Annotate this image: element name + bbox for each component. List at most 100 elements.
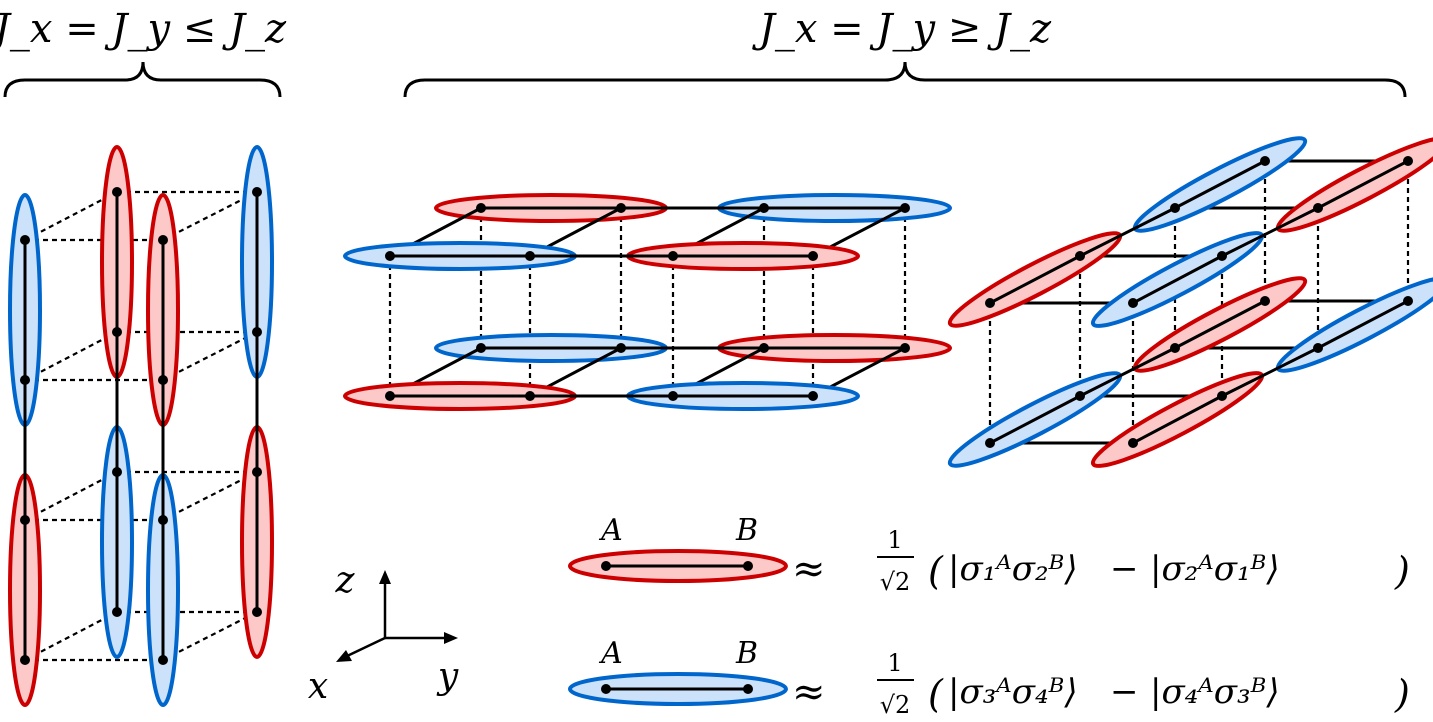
lattice-site bbox=[252, 467, 262, 477]
diagonal-dimer-lattice bbox=[947, 136, 1433, 468]
minus-sign: − bbox=[1110, 672, 1139, 712]
lattice-site bbox=[616, 343, 626, 353]
lattice-site bbox=[1075, 251, 1085, 261]
lattice-site bbox=[476, 203, 486, 213]
solid-bond bbox=[1132, 254, 1223, 305]
fraction-denominator: √2 bbox=[880, 691, 911, 719]
x-axis bbox=[344, 636, 386, 659]
vertical-dimer-lattice bbox=[8, 145, 274, 707]
horizontal-dimer-lattice bbox=[343, 193, 952, 411]
solid-bond bbox=[1174, 299, 1266, 350]
fraction-numerator: 1 bbox=[887, 526, 902, 554]
solid-bond bbox=[1174, 159, 1266, 210]
lattice-site bbox=[1403, 156, 1413, 166]
lattice-site bbox=[1075, 391, 1085, 401]
site-b-label: B bbox=[735, 636, 758, 671]
state-2: |σ₂ᴬσ₁ᴮ⟩ bbox=[1150, 549, 1280, 589]
solid-bond bbox=[1221, 206, 1319, 258]
left-regime-label: J_x = J_y ≤ J_z bbox=[0, 6, 287, 52]
legend-blue-singlet: A B ≈ 1 √2 ( |σ₃ᴬσ₄ᴮ⟩ − |σ₄ᴬσ₃ᴮ⟩ ) bbox=[568, 636, 1410, 719]
open-paren: ( bbox=[928, 672, 944, 716]
lattice-site bbox=[20, 235, 30, 245]
lattice-site bbox=[1260, 296, 1270, 306]
lattice-site bbox=[1170, 203, 1180, 213]
site-a bbox=[601, 561, 611, 571]
lattice-site bbox=[1128, 438, 1138, 448]
state-1: |σ₃ᴬσ₄ᴮ⟩ bbox=[948, 672, 1078, 712]
x-arrowhead bbox=[336, 650, 352, 662]
lattice-site bbox=[1170, 343, 1180, 353]
left-regime-header: J_x = J_y ≤ J_z bbox=[0, 6, 287, 98]
minus-sign: − bbox=[1110, 549, 1139, 589]
lattice-site bbox=[112, 607, 122, 617]
lattice-site bbox=[668, 251, 678, 261]
legend-red-singlet: A B ≈ 1 √2 ( |σ₁ᴬσ₂ᴮ⟩ − |σ₂ᴬσ₁ᴮ⟩ ) bbox=[568, 513, 1410, 596]
site-b bbox=[743, 561, 753, 571]
lattice-site bbox=[385, 251, 395, 261]
solid-bond bbox=[1221, 346, 1319, 398]
lattice-site bbox=[525, 391, 535, 401]
solid-bond bbox=[1132, 394, 1223, 445]
right-regime-header: J_x = J_y ≥ J_z bbox=[403, 6, 1407, 98]
z-axis-label: z bbox=[335, 560, 356, 601]
fraction-denominator: √2 bbox=[880, 568, 911, 596]
lattice-site bbox=[1313, 203, 1323, 213]
solid-bond bbox=[989, 394, 1081, 445]
site-b bbox=[743, 684, 753, 694]
axes-triad: z x y bbox=[308, 560, 459, 707]
lattice-site bbox=[668, 391, 678, 401]
lattice-site bbox=[1313, 343, 1323, 353]
lattice-site bbox=[808, 391, 818, 401]
lattice-site bbox=[20, 375, 30, 385]
lattice-site bbox=[759, 203, 769, 213]
lattice-site bbox=[252, 607, 262, 617]
lattice-site bbox=[985, 298, 995, 308]
solid-bond bbox=[1079, 346, 1176, 398]
solid-bond bbox=[1317, 299, 1409, 350]
right-regime-label: J_x = J_y ≥ J_z bbox=[752, 6, 1052, 52]
site-a-label: A bbox=[598, 636, 623, 671]
solid-bond bbox=[989, 254, 1081, 305]
right-brace bbox=[403, 61, 1407, 98]
site-b-label: B bbox=[735, 513, 758, 548]
fraction-numerator: 1 bbox=[887, 649, 902, 677]
site-a bbox=[601, 684, 611, 694]
lattice-site bbox=[112, 187, 122, 197]
lattice-site bbox=[476, 343, 486, 353]
lattice-site bbox=[158, 235, 168, 245]
lattice-site bbox=[1260, 156, 1270, 166]
lattice-site bbox=[525, 251, 535, 261]
lattice-site bbox=[112, 327, 122, 337]
x-axis-label: x bbox=[308, 666, 328, 707]
solid-bond bbox=[1317, 159, 1409, 210]
approx-sign: ≈ bbox=[792, 669, 826, 715]
lattice-site bbox=[900, 343, 910, 353]
y-arrowhead bbox=[444, 632, 458, 644]
lattice-site bbox=[20, 515, 30, 525]
solid-bond bbox=[1079, 206, 1176, 258]
lattice-site bbox=[158, 375, 168, 385]
approx-sign: ≈ bbox=[792, 546, 826, 592]
lattice-site bbox=[616, 203, 626, 213]
z-arrowhead bbox=[379, 570, 391, 584]
lattice-site bbox=[985, 438, 995, 448]
state-1: |σ₁ᴬσ₂ᴮ⟩ bbox=[948, 549, 1078, 589]
lattice-site bbox=[1217, 251, 1227, 261]
lattice-site bbox=[1403, 296, 1413, 306]
open-paren: ( bbox=[928, 549, 944, 593]
lattice-site bbox=[252, 187, 262, 197]
lattice-site bbox=[1128, 298, 1138, 308]
lattice-site bbox=[20, 655, 30, 665]
state-2: |σ₄ᴬσ₃ᴮ⟩ bbox=[1150, 672, 1280, 712]
y-axis-label: y bbox=[436, 656, 459, 697]
lattice-site bbox=[252, 327, 262, 337]
lattice-site bbox=[900, 203, 910, 213]
close-paren: ) bbox=[1394, 549, 1410, 593]
site-a-label: A bbox=[598, 513, 623, 548]
close-paren: ) bbox=[1394, 672, 1410, 716]
left-brace bbox=[3, 61, 282, 98]
lattice-site bbox=[112, 467, 122, 477]
lattice-site bbox=[158, 515, 168, 525]
lattice-site bbox=[1217, 391, 1227, 401]
